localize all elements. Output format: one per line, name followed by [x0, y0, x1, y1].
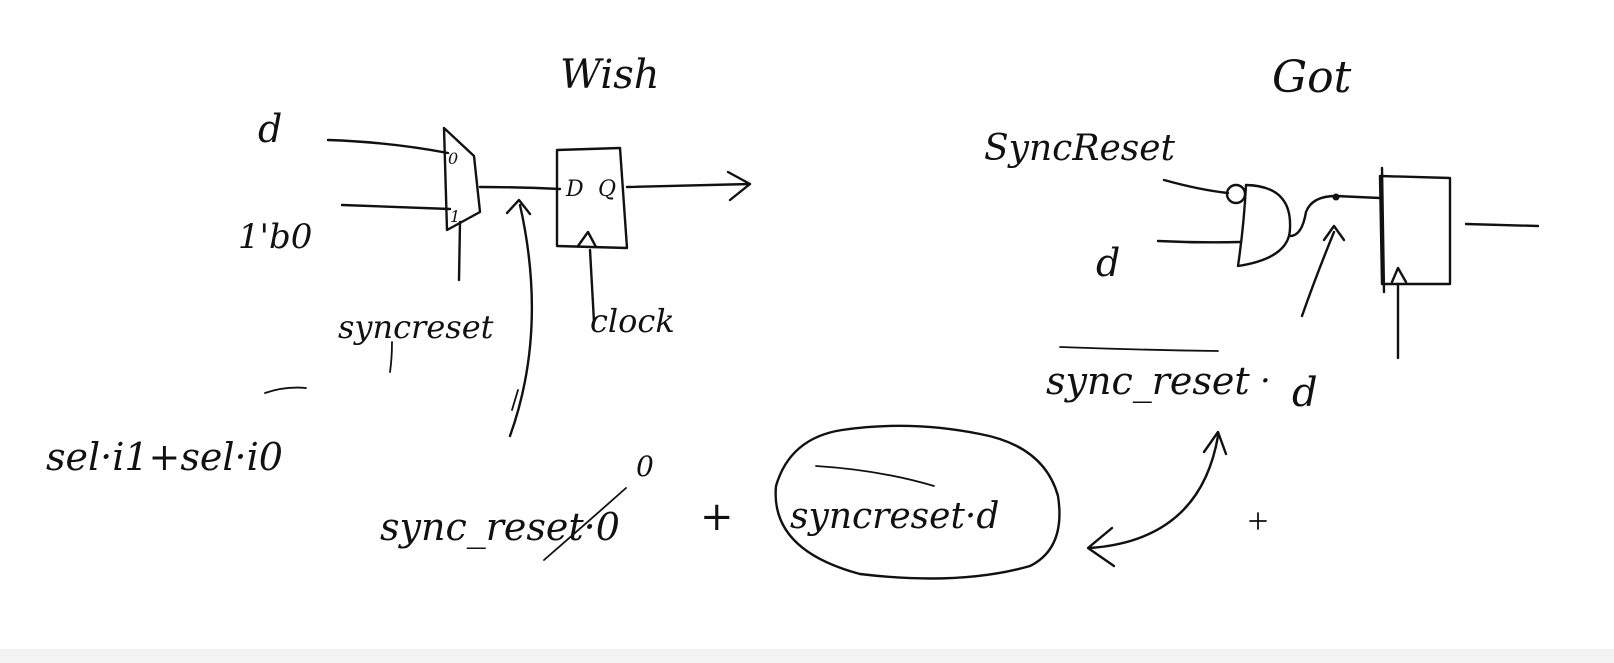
got-expression-d: d — [1292, 370, 1318, 416]
link-arrowhead-left — [1086, 526, 1116, 568]
link-arrowhead-up — [1202, 430, 1228, 456]
mux-output-wire — [478, 185, 562, 191]
bottom-term2: syncreset·d — [790, 496, 999, 537]
dff-box — [555, 146, 629, 250]
canvas-bottom-strip — [0, 649, 1614, 663]
mux-input-1: 1 — [450, 207, 460, 226]
got-title: Got — [1272, 52, 1352, 103]
want-wire-d — [326, 138, 450, 155]
dff-d-pin: D — [565, 177, 584, 202]
dff-output-arrowhead — [726, 170, 752, 202]
inversion-bubble — [1225, 183, 1247, 205]
select-label-tick — [389, 341, 393, 373]
mux-body — [442, 126, 482, 232]
and-gate — [1236, 183, 1292, 268]
bottom-strike-line — [543, 487, 627, 561]
syncreset-select-label: syncreset — [338, 308, 494, 346]
bottom-term2-overbar — [815, 465, 935, 487]
got-pointer-arrow — [1300, 230, 1336, 318]
got-input-d-label: d — [1096, 241, 1120, 285]
got-pointer-arrowhead — [1322, 224, 1346, 242]
got-expression-dot: · — [1260, 361, 1271, 401]
dff-q-pin: Q — [598, 177, 616, 202]
mux-select-line — [457, 220, 462, 282]
bottom-zero-above: 0 — [636, 450, 654, 483]
mux-equation: sel·i1+sel·i0 — [46, 435, 283, 479]
dff-clock-line — [588, 248, 596, 324]
got-wire-d — [1156, 239, 1242, 244]
got-expression-term: sync_reset — [1046, 359, 1250, 404]
clock-label: clock — [590, 302, 675, 340]
want-curve-arrowhead — [505, 198, 532, 216]
dff-clock-triangle — [576, 230, 598, 249]
got-dff-output-wire — [1464, 222, 1540, 228]
want-input-zero-label: 1'b0 — [238, 217, 312, 257]
want-curve-tick — [511, 389, 519, 411]
got-wire-syncreset — [1162, 178, 1230, 195]
bottom-term2-circle — [774, 424, 1061, 580]
got-dff-box — [1378, 174, 1452, 286]
got-dff-left-edge — [1380, 166, 1386, 294]
wish-title: Wish — [560, 52, 660, 98]
mux-input-0: 0 — [448, 149, 458, 168]
got-and-output-wire — [1288, 194, 1382, 238]
want-wire-zero — [340, 203, 452, 211]
bottom-term1: sync_reset·0 — [380, 505, 620, 550]
bottom-plus: + — [700, 494, 734, 540]
link-curve-arrow — [1088, 434, 1220, 550]
dff-output-wire — [625, 182, 752, 189]
got-input-syncreset-label: SyncReset — [984, 128, 1176, 169]
got-junction-dot — [1332, 193, 1340, 201]
got-dff-clock-triangle — [1390, 266, 1408, 284]
cursor-cross-icon — [1249, 512, 1267, 530]
want-curve-arrow — [508, 203, 534, 438]
mux-equation-overbar — [264, 386, 307, 394]
got-expression-overbar — [1059, 346, 1219, 352]
want-input-d-label: d — [258, 107, 282, 151]
